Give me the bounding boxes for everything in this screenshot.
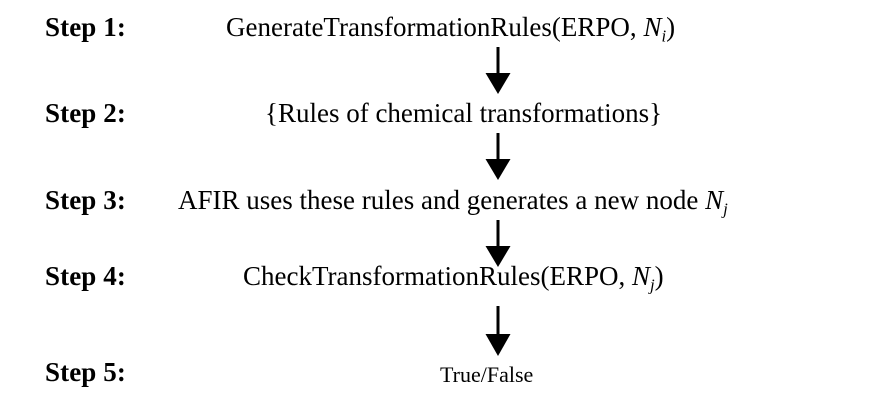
step-label-5: Step 5: <box>45 357 126 387</box>
step-label-3: Step 3: <box>45 185 126 215</box>
step-3-text-prefix: AFIR uses these rules and generates a ne… <box>178 185 706 215</box>
arrow-step3-to-step4 <box>484 220 512 267</box>
step-3-variable: N <box>705 185 724 215</box>
step-5-text-prefix: True/False <box>440 362 534 387</box>
arrow-step1-to-step2 <box>484 47 512 94</box>
step-content-5: True/False <box>440 364 533 389</box>
step-1-text-suffix: ) <box>666 12 676 42</box>
step-content-1: GenerateTransformationRules(ERPO, Ni) <box>226 14 675 45</box>
step-4-subscript: j <box>650 275 655 295</box>
step-content-2: {Rules of chemical transformations} <box>265 100 662 131</box>
arrow-step4-to-step5 <box>484 306 512 356</box>
step-3-subscript: j <box>723 199 728 219</box>
step-content-4: CheckTransformationRules(ERPO, Nj) <box>243 263 664 294</box>
step-2-text-prefix: {Rules of chemical transformations} <box>265 98 663 128</box>
step-content-3: AFIR uses these rules and generates a ne… <box>178 187 728 218</box>
step-4-variable: N <box>631 261 650 291</box>
step-label-1: Step 1: <box>45 12 126 42</box>
step-4-text-prefix: CheckTransformationRules(ERPO, <box>243 261 632 291</box>
step-4-text-suffix: ) <box>654 261 664 291</box>
step-1-subscript: i <box>661 26 667 46</box>
step-1-text-prefix: GenerateTransformationRules(ERPO, <box>226 12 644 42</box>
arrow-step2-to-step3 <box>484 133 512 180</box>
step-label-4: Step 4: <box>45 261 126 291</box>
step-label-2: Step 2: <box>45 98 126 128</box>
step-1-variable: N <box>643 12 662 42</box>
